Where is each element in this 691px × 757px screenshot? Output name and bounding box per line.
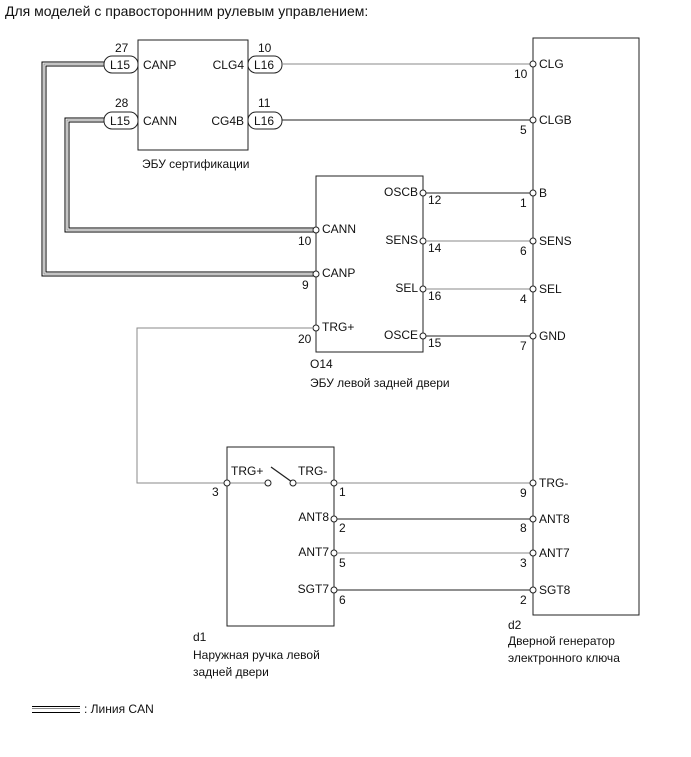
door-ecu-name: ЭБУ левой задней двери (310, 376, 450, 390)
pin-label: CANN (143, 114, 177, 128)
svg-text:8: 8 (520, 521, 527, 535)
svg-text:ANT8: ANT8 (539, 512, 570, 526)
svg-text:L15: L15 (110, 58, 130, 72)
generator-terminals (529, 60, 537, 594)
can-bus-cann (64, 117, 316, 233)
pin-label: CANP (143, 58, 176, 72)
svg-text:TRG-: TRG- (539, 476, 568, 490)
connector-l16-clg4: L16 (247, 55, 283, 74)
svg-text:2: 2 (520, 593, 527, 607)
svg-text:1: 1 (520, 196, 527, 210)
pin-num: 3 (212, 485, 219, 499)
svg-text:9: 9 (520, 486, 527, 500)
pin-label: CANN (322, 222, 356, 236)
svg-text:ANT7: ANT7 (539, 546, 570, 560)
svg-text:SEL: SEL (539, 282, 562, 296)
generator-name: электронного ключа (508, 651, 620, 665)
pin-label: TRG+ (231, 464, 263, 478)
pin-label: SEL (395, 281, 418, 295)
pin-label: ANT8 (298, 510, 329, 524)
pin-label: SGT7 (298, 582, 330, 596)
handle-name: Наружная ручка левой (193, 648, 320, 662)
svg-text:6: 6 (520, 244, 527, 258)
pin-num: 14 (428, 241, 442, 255)
svg-text:SGT8: SGT8 (539, 583, 571, 597)
handle-terminals (223, 479, 338, 594)
pin-num: 1 (339, 485, 346, 499)
pin-num: 10 (298, 234, 312, 248)
generator-box (532, 37, 640, 616)
pin-num: 28 (115, 96, 129, 110)
pin-num: 27 (115, 41, 129, 55)
svg-text:5: 5 (520, 123, 527, 137)
svg-text:L16: L16 (254, 58, 274, 72)
handle-name: задней двери (193, 665, 269, 679)
connector-l16-cg4b: L16 (247, 111, 283, 130)
pin-label: ANT7 (298, 545, 329, 559)
diagram-title: Для моделей с правосторонним рулевым упр… (5, 3, 369, 19)
connector-l15-canp: L15 (103, 55, 139, 74)
pin-label: CLG4 (213, 58, 245, 72)
svg-text:SENS: SENS (539, 234, 572, 248)
svg-text:CLGB: CLGB (539, 113, 572, 127)
svg-text:4: 4 (520, 292, 527, 306)
handle-code: d1 (193, 630, 207, 644)
pin-num: 6 (339, 593, 346, 607)
door-ecu-terminals (312, 189, 427, 340)
svg-text:3: 3 (520, 556, 527, 570)
wire-trg-plus (136, 327, 313, 484)
pin-num: 12 (428, 193, 442, 207)
pin-label: CG4B (211, 114, 244, 128)
pin-num: 9 (302, 278, 309, 292)
legend-label: : Линия CAN (84, 702, 154, 716)
svg-text:7: 7 (520, 339, 527, 353)
switch-icon (270, 466, 293, 483)
pin-num: 5 (339, 556, 346, 570)
svg-text:B: B (539, 186, 547, 200)
pin-num: 16 (428, 289, 442, 303)
cert-ecu-box (137, 39, 249, 151)
pin-label: CANP (322, 266, 355, 280)
can-line-swatch-icon (32, 705, 80, 713)
pin-label: TRG+ (322, 320, 354, 334)
svg-text:L16: L16 (254, 114, 274, 128)
pin-label: TRG- (298, 464, 327, 478)
pin-num: 15 (428, 336, 442, 350)
svg-text:CLG: CLG (539, 57, 564, 71)
pin-label: SENS (385, 233, 418, 247)
svg-text:L15: L15 (110, 114, 130, 128)
svg-text:GND: GND (539, 329, 566, 343)
generator-name: Дверной генератор (508, 634, 615, 648)
generator-code: d2 (508, 618, 522, 632)
can-bus-canp (41, 61, 316, 277)
pin-num: 20 (298, 332, 312, 346)
generator-pin-labels: CLG 10 CLGB 5 B 1 SENS 6 SEL 4 GND 7 TRG… (514, 57, 572, 607)
legend: : Линия CAN (32, 702, 154, 716)
svg-text:10: 10 (514, 67, 528, 81)
pin-label: OSCE (384, 328, 418, 342)
pin-label: OSCB (384, 185, 418, 199)
connector-l15-cann: L15 (103, 111, 139, 130)
door-ecu-box (315, 175, 424, 353)
door-ecu-code: O14 (310, 357, 333, 371)
handle-box (226, 446, 335, 627)
pin-num: 10 (258, 41, 272, 55)
cert-ecu-name: ЭБУ сертификации (142, 157, 250, 171)
pin-num: 11 (258, 96, 271, 110)
pin-num: 2 (339, 521, 346, 535)
